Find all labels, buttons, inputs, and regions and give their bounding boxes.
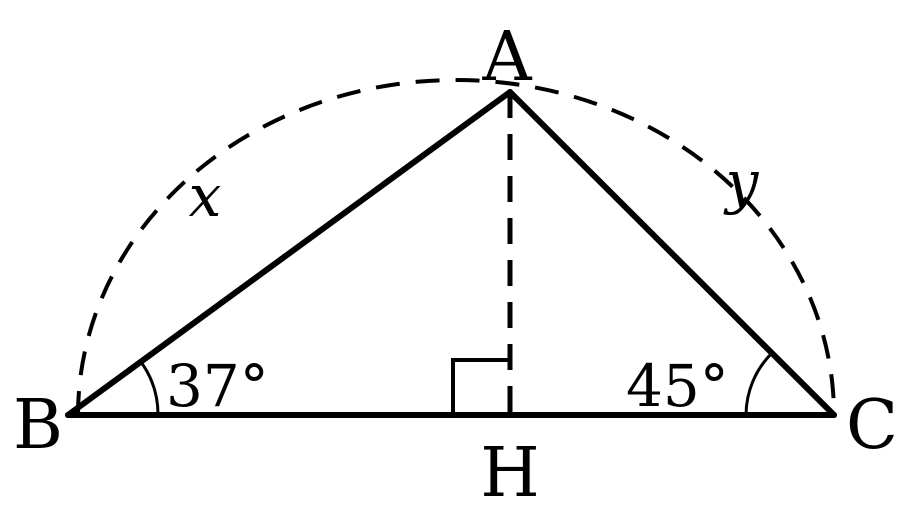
side-label-x: x <box>189 162 222 230</box>
angle-arc-b <box>139 361 160 416</box>
right-angle-marker <box>451 358 510 415</box>
angle-arc-c <box>744 351 774 416</box>
vertex-label-a: A <box>481 18 532 97</box>
angle-label-b: 37° <box>166 352 269 420</box>
vertex-label-c: C <box>846 386 898 465</box>
dashed-arc <box>76 78 836 416</box>
angle-label-c: 45° <box>626 352 729 420</box>
vertex-label-h: H <box>480 434 539 513</box>
side-ab <box>65 89 513 418</box>
side-label-y: y <box>723 148 760 216</box>
vertex-label-b: B <box>13 386 63 465</box>
side-ac <box>507 89 837 418</box>
